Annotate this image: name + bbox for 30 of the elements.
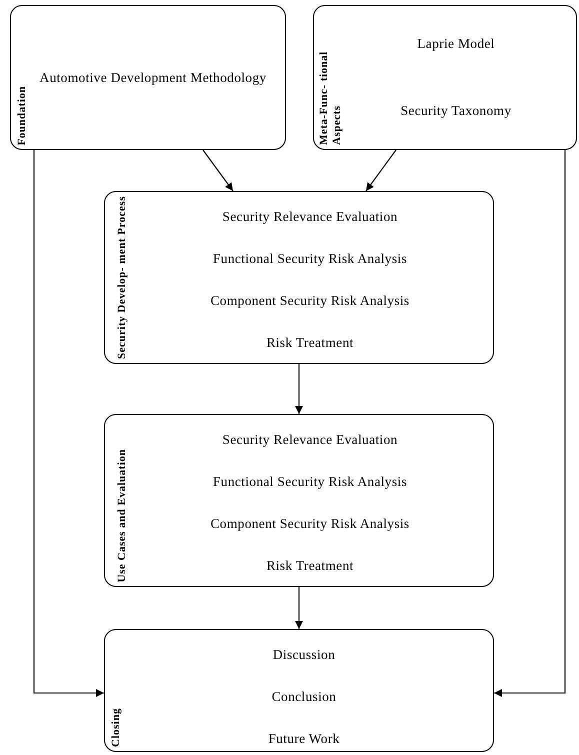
section-heading: Closing [110,708,122,747]
topic-text: Security Relevance Evaluation [222,208,398,226]
section-box [313,5,577,150]
section-heading: Security Develop- ment Process [116,196,128,359]
topic-text: Functional Security Risk Analysis [212,250,408,268]
topic-text: Laprie Model [417,34,495,53]
section-heading: Foundation [16,86,28,145]
topic-text: Discussion [272,646,336,664]
arrow [295,587,303,629]
topic-text: Security Taxonomy [400,102,512,120]
topic-text: Component Security Risk Analysis [210,292,410,310]
topic-text: Automotive Development Methodology [40,68,266,87]
section-heading: Use Cases and Evaluation [116,448,128,582]
section-box [104,629,494,752]
section-box [104,191,494,364]
topic-text: Risk Treatment [266,557,354,575]
section-box [10,5,286,150]
topic-text: Future Work [268,730,340,748]
arrow [202,150,234,192]
arrow [494,150,566,697]
topic-text: Conclusion [272,688,336,706]
arrow [295,364,303,414]
arrow [366,150,396,192]
topic-text: Component Security Risk Analysis [210,515,410,533]
topic-text: Security Relevance Evaluation [222,431,398,449]
arrow [33,150,104,697]
section-heading: Meta-Func- tional Aspects [318,50,344,145]
topic-text: Risk Treatment [266,334,354,352]
topic-text: Functional Security Risk Analysis [212,473,408,491]
section-box [104,414,494,587]
